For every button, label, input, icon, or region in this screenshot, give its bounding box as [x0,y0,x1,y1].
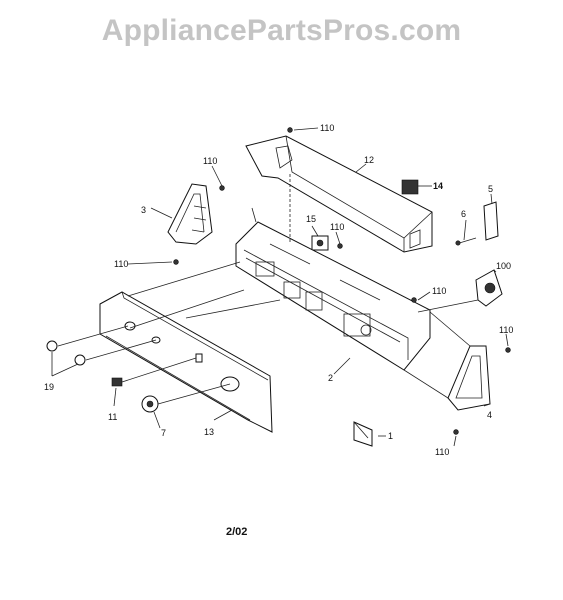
callout-6: 6 [461,209,466,219]
part-selector[interactable] [111,377,123,387]
revision-date: 2/02 [226,526,248,538]
callout-110-bottom: 110 [435,447,449,457]
callout-110-left-cap: 110 [203,156,217,166]
part-front-console[interactable] [99,291,273,433]
screw-110-group[interactable] [173,127,511,435]
callout-5: 5 [488,184,493,194]
callout-110-right: 110 [432,286,446,296]
part-left-end-cap[interactable] [167,183,213,245]
callout-1: 1 [388,431,393,441]
part-top-cover[interactable] [245,135,433,253]
part-timer-motor[interactable] [311,235,329,251]
leader-lines [51,127,509,447]
callout-7: 7 [161,428,166,438]
callout-14: 14 [433,181,443,191]
part-dial-knob[interactable] [141,395,159,413]
part-knobs[interactable] [46,340,86,366]
part-screw-6[interactable] [455,237,477,246]
part-switch[interactable] [401,179,426,195]
watermark-logo: AppliancePartsPros.com [101,14,462,47]
callout-13: 13 [204,427,214,437]
callout-12: 12 [364,155,374,165]
callout-110-left: 110 [114,259,128,269]
callout-19: 19 [44,382,54,392]
callout-3: 3 [141,205,146,215]
callout-110-top: 110 [320,123,334,133]
part-control-module[interactable] [475,269,503,307]
callout-11: 11 [108,412,117,422]
callout-110-center: 110 [330,222,344,232]
callout-15: 15 [306,214,316,224]
callout-100: 100 [496,261,511,271]
part-bracket-plate[interactable] [483,201,499,241]
part-console-panel[interactable] [235,221,431,371]
callout-4: 4 [487,410,492,420]
callout-2: 2 [328,373,333,383]
part-right-end-cap[interactable] [447,345,491,411]
part-wiring-tag[interactable] [353,421,373,447]
callout-110-far-right: 110 [499,325,513,335]
